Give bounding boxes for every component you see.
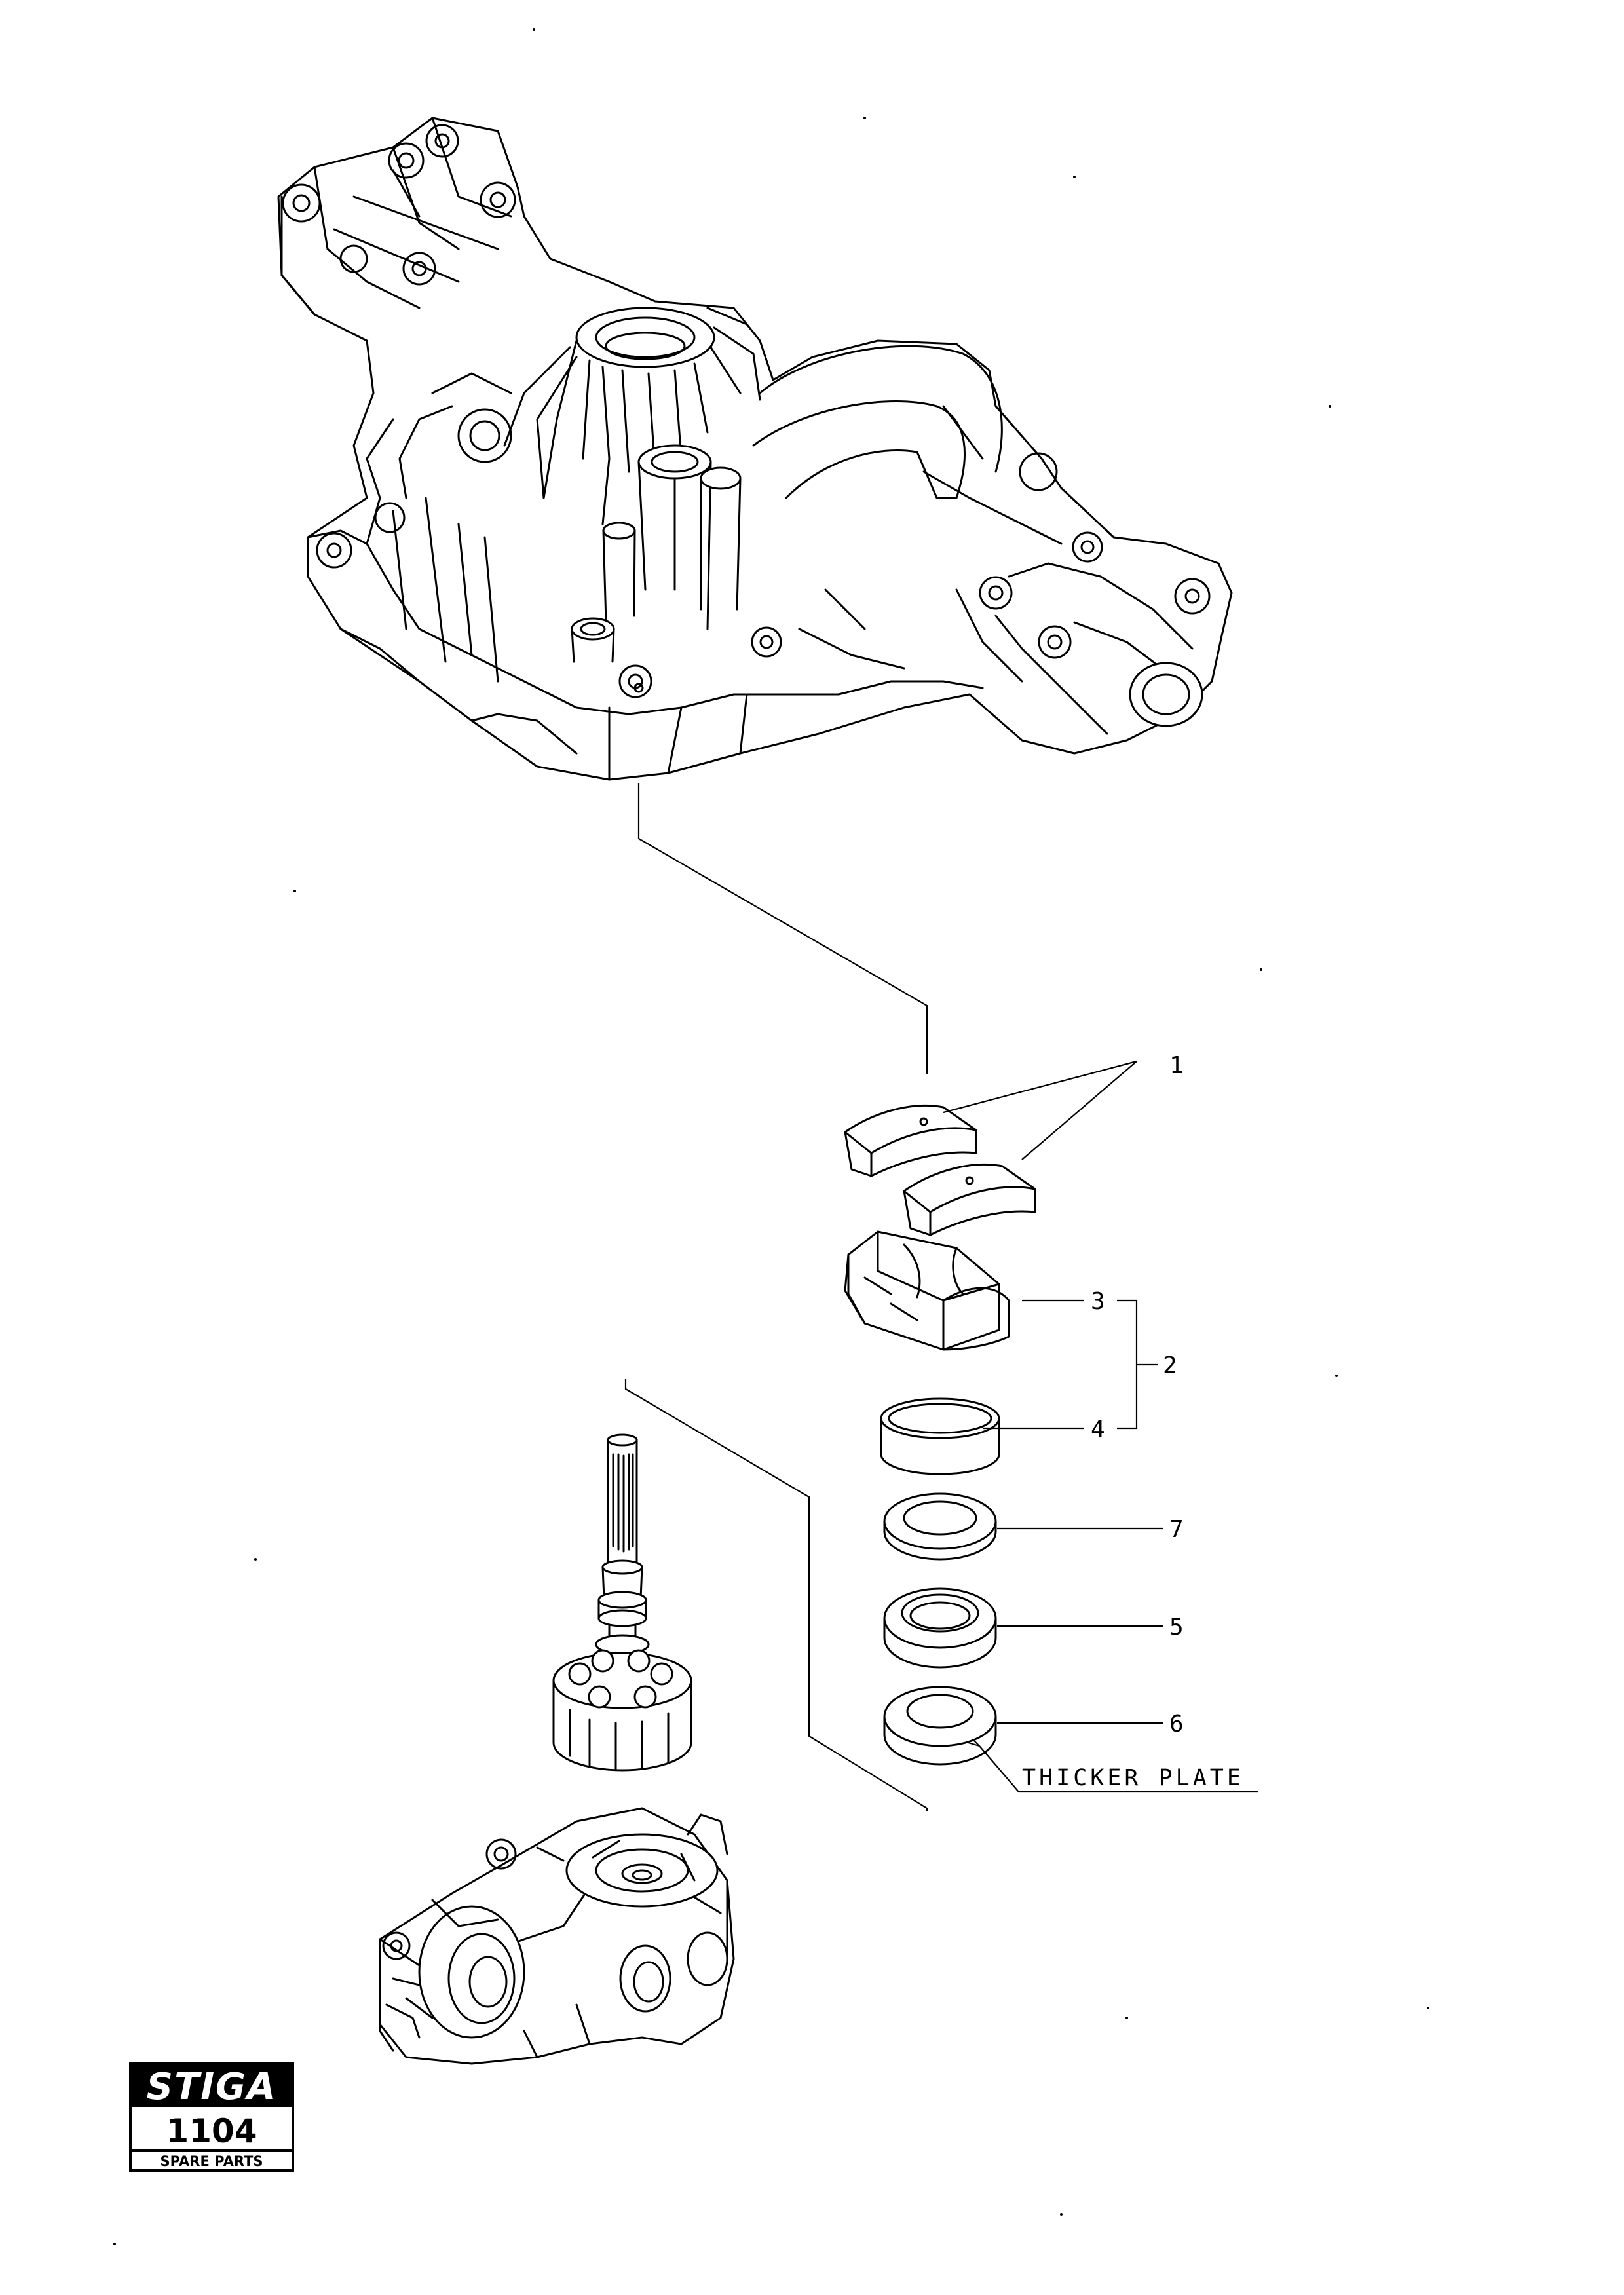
bearing-part-5 (883, 1587, 997, 1669)
spare-parts-caption: SPARE PARTS (160, 2153, 263, 2169)
pump-end-cap (379, 1807, 735, 2065)
thicker-plate-note: THICKER PLATE (1022, 1765, 1244, 1791)
leader-shaft-group (624, 1379, 928, 1811)
callout-4: 4 (1091, 1416, 1105, 1443)
leader-housing (637, 783, 928, 1074)
callout-2: 2 (1163, 1352, 1177, 1379)
callout-1: 1 (1169, 1052, 1184, 1079)
callout-7: 7 (1169, 1516, 1184, 1543)
bearing-shells (844, 1060, 1137, 1236)
callout-lines (968, 1299, 1258, 1793)
sleeve-ring (880, 1397, 1000, 1475)
stiga-brand-text: STIGA (147, 2066, 277, 2108)
page-number: 1104 (166, 2112, 257, 2150)
thicker-plate-part-6 (883, 1686, 997, 1766)
washer-part-7 (883, 1492, 997, 1561)
callout-3: 3 (1091, 1288, 1105, 1315)
transmission-housing (277, 117, 1233, 781)
swash-block (844, 1230, 1010, 1351)
stiga-logo: STIGA 1104 SPARE PARTS (129, 2062, 294, 2172)
callout-6: 6 (1169, 1711, 1184, 1737)
callout-labels: 1 3 2 4 7 5 6 THICKER PLATE (1022, 1052, 1244, 1791)
pump-shaft-and-barrel (552, 1433, 692, 1772)
scan-specks (113, 28, 1429, 2245)
callout-5: 5 (1169, 1614, 1184, 1641)
